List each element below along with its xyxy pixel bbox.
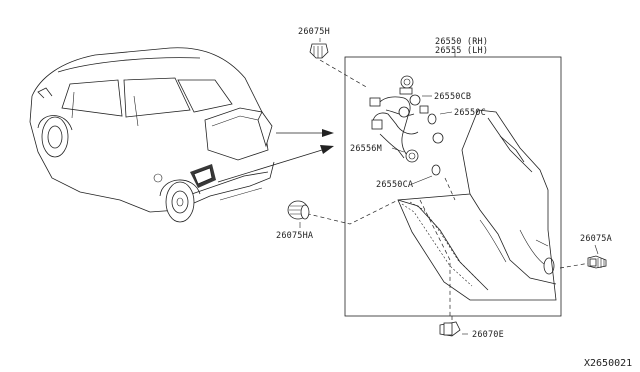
label-26075h: 26075H bbox=[298, 27, 330, 37]
socket-lower-icon bbox=[405, 149, 419, 163]
label-leaders bbox=[299, 38, 599, 335]
harness-socket-group bbox=[369, 75, 444, 176]
detail-frame bbox=[344, 56, 562, 317]
bulb-ca-icon bbox=[431, 164, 441, 176]
screw-26075a-icon bbox=[587, 255, 607, 269]
clip-26075h-icon bbox=[309, 43, 329, 59]
callout-arrows bbox=[217, 129, 334, 183]
label-26075a: 26075A bbox=[580, 234, 612, 244]
label-26550cb: 26550CB bbox=[434, 92, 471, 102]
label-26556m: 26556M bbox=[350, 144, 382, 154]
label-26070e: 26070E bbox=[472, 330, 504, 340]
label-26550ca: 26550CA bbox=[376, 180, 413, 190]
rear-wheel-icon bbox=[165, 181, 195, 223]
label-26075ha: 26075HA bbox=[276, 231, 313, 241]
label-26555-lh: 26555 (LH) bbox=[435, 46, 488, 56]
grommet-26075ha-icon bbox=[287, 200, 310, 220]
vehicle-illustration bbox=[29, 47, 275, 223]
socket-cb-icon bbox=[400, 75, 414, 89]
screw-26070e-icon bbox=[439, 321, 461, 337]
label-26550-rh: 26550 (RH) bbox=[435, 37, 488, 47]
bulb-c-icon bbox=[427, 113, 437, 125]
diagram-code: X2650021 bbox=[584, 358, 632, 369]
front-wheel-icon bbox=[41, 116, 69, 158]
tail-lamp-assembly bbox=[397, 109, 557, 301]
label-26550c: 26550C bbox=[454, 108, 486, 118]
